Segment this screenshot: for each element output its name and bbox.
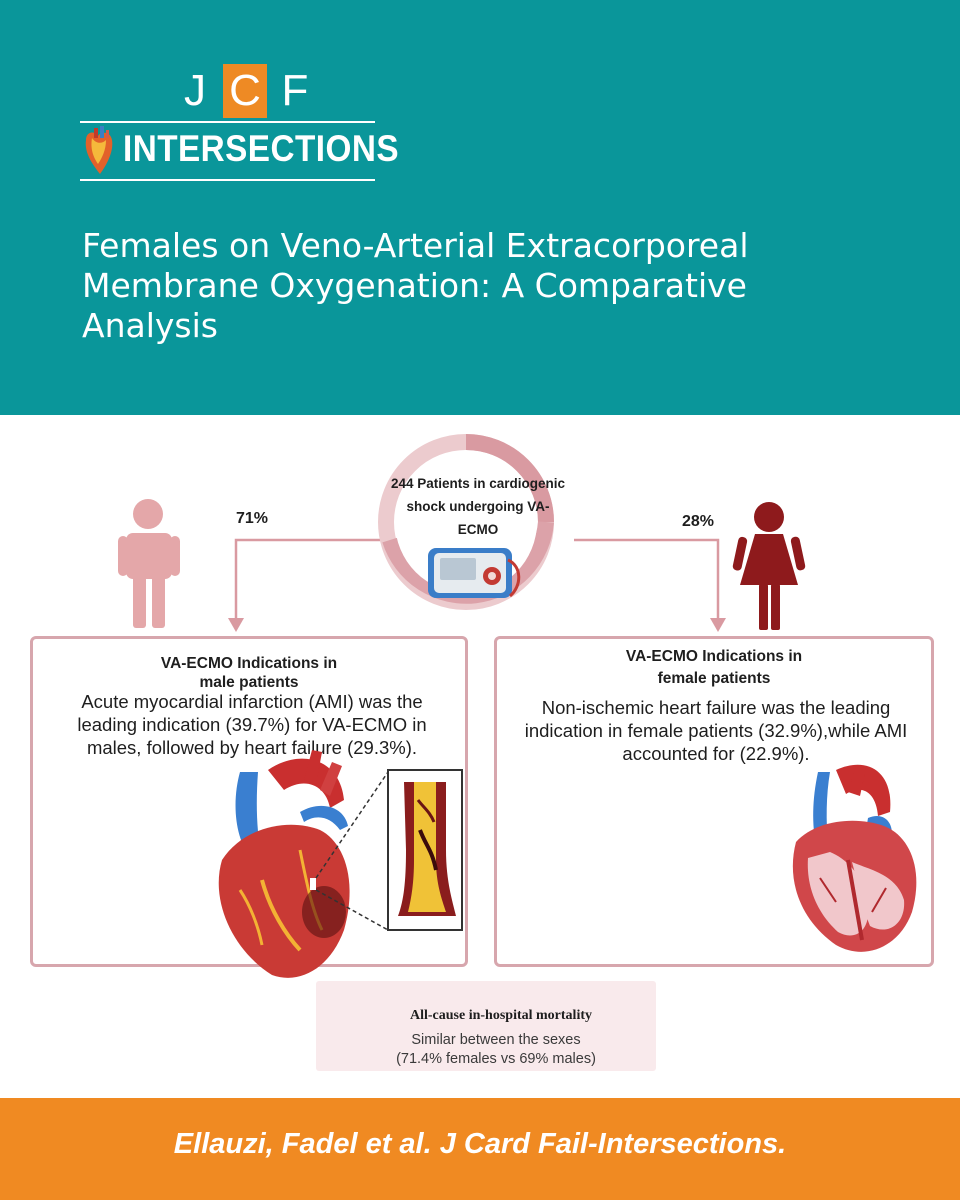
logo-wordmark: INTERSECTIONS bbox=[123, 128, 399, 169]
header-banner: J C F INTERSECTIONS Females on Veno-Arte… bbox=[0, 0, 960, 415]
mortality-line1: Similar between the sexes bbox=[411, 1032, 581, 1048]
page-title: Females on Veno-Arterial Extracorporeal … bbox=[82, 226, 749, 345]
footer-banner: Ellauzi, Fadel et al. J Card Fail-Inters… bbox=[0, 1098, 960, 1200]
mortality-title: All-cause in-hospital mortality bbox=[410, 1008, 592, 1023]
male-person-icon bbox=[118, 499, 180, 628]
mortality-body: Similar between the sexes (71.4% females… bbox=[396, 1031, 596, 1069]
male-card-heading-line1: VA-ECMO Indications in bbox=[160, 655, 338, 672]
citation: Ellauzi, Fadel et al. J Card Fail-Inters… bbox=[173, 1128, 787, 1160]
female-card-heading-line1: VA-ECMO Indications in bbox=[625, 648, 803, 665]
female-indications-card: VA-ECMO Indications in female patients N… bbox=[494, 636, 934, 967]
logo-letter-f: F bbox=[281, 66, 309, 115]
heart-icon bbox=[85, 126, 113, 174]
female-percent: 28% bbox=[682, 513, 715, 530]
center-patient-label: 244 Patients in cardiogenic shock underg… bbox=[390, 476, 566, 537]
male-percent: 71% bbox=[236, 510, 269, 527]
male-card-body: Acute myocardial infarction (AMI) was th… bbox=[77, 691, 427, 758]
male-card-heading-line2: male patients bbox=[199, 674, 299, 691]
ecmo-machine-icon bbox=[428, 548, 521, 598]
mortality-line2: (71.4% females vs 69% males) bbox=[396, 1051, 596, 1067]
heart-with-occluded-artery-icon bbox=[218, 750, 463, 978]
diagram-graphics bbox=[118, 434, 806, 632]
female-card-body: Non-ischemic heart failure was the leadi… bbox=[524, 697, 908, 764]
connector-to-female bbox=[574, 538, 726, 632]
logo-letters: J C F bbox=[173, 64, 323, 118]
logo-letter-c: C bbox=[223, 64, 267, 118]
logo-rule-top bbox=[80, 121, 375, 123]
jcf-intersections-logo: J C F INTERSECTIONS bbox=[80, 64, 399, 184]
female-card-heading-line2: female patients bbox=[657, 670, 771, 687]
female-person-icon bbox=[732, 502, 806, 630]
heart-illustrations bbox=[218, 750, 917, 1063]
mortality-box: All-cause in-hospital mortality Similar … bbox=[316, 981, 656, 1071]
logo-rule-bottom bbox=[80, 179, 375, 181]
connector-to-male bbox=[228, 538, 382, 632]
logo-letter-j: J bbox=[184, 66, 206, 115]
heart-cross-section-icon bbox=[792, 764, 917, 952]
